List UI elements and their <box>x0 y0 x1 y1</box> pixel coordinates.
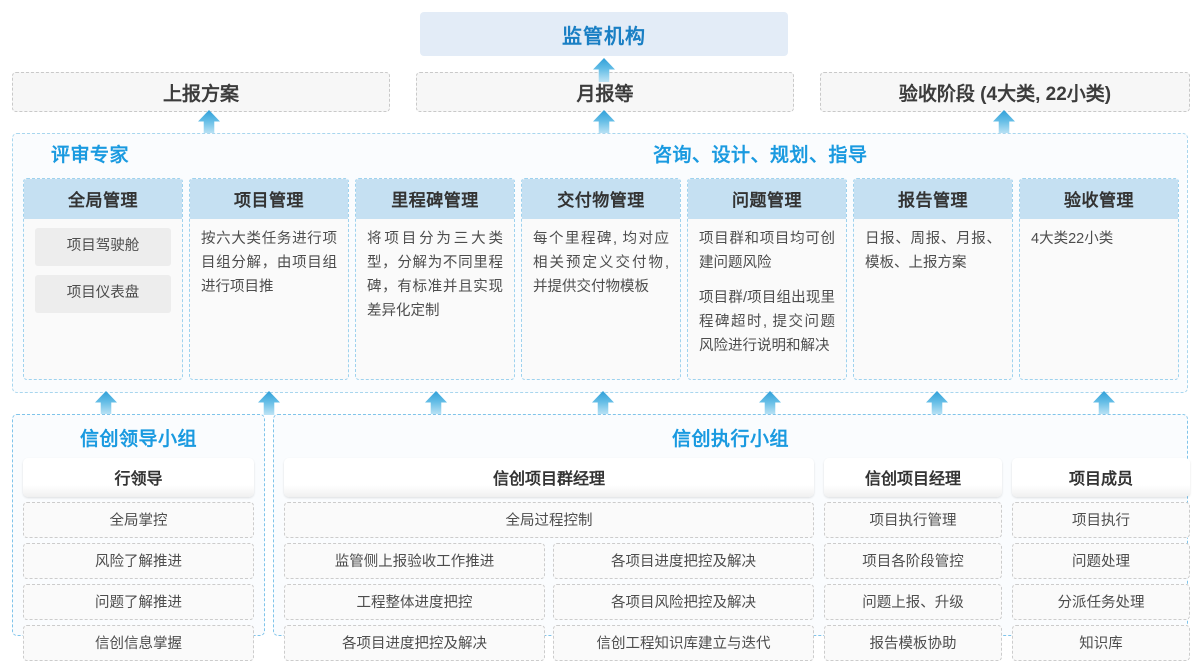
program-manager-duty-item[interactable]: 工程整体进度把控 <box>284 584 545 620</box>
platform-panel-header: 评审专家 咨询、设计、规划、指导 <box>13 134 1187 172</box>
program-manager-duty-item[interactable]: 各项目进度把控及解决 <box>553 543 814 579</box>
leadership-group-panel: 信创领导小组 行领导 全局掌控 风险了解推进 问题了解推进 信创信息掌握 <box>12 414 265 661</box>
column-body: 项目群和项目均可创建问题风险 项目群/项目组出现里程碑超时, 提交问题风险进行说… <box>688 219 846 379</box>
project-member-duty-item[interactable]: 知识库 <box>1012 625 1190 661</box>
leadership-duty-item[interactable]: 全局掌控 <box>23 502 254 538</box>
arrow-up-global-management <box>95 391 117 415</box>
arrow-up-acceptance-management <box>1093 391 1115 415</box>
program-manager-duty-item[interactable]: 监管侧上报验收工作推进 <box>284 543 545 579</box>
regulator-box: 监管机构 <box>420 12 788 56</box>
pill-item[interactable]: 项目仪表盘 <box>35 274 171 313</box>
column-paragraph: 将项目分为三大类型，分解为不同里程碑，有标准并且实现差异化定制 <box>367 231 503 319</box>
arrow-up-deliverable-management <box>592 391 614 415</box>
review-experts-label: 评审专家 <box>51 145 130 166</box>
program-manager-duty-item[interactable]: 信创工程知识库建立与迭代 <box>553 625 814 661</box>
column-body: 每个里程碑, 均对应相关预定义交付物, 并提供交付物模板 <box>522 219 680 379</box>
leadership-duty-item[interactable]: 风险了解推进 <box>23 543 254 579</box>
column-paragraph: 4大类22小类 <box>1031 231 1114 247</box>
column-header: 项目管理 <box>190 179 348 219</box>
report-box-acceptance-stage: 验收阶段 (4大类, 22小类) <box>820 72 1190 112</box>
arrow-up-report-management <box>926 391 948 415</box>
capability-column-milestone-management[interactable]: 里程碑管理 将项目分为三大类型，分解为不同里程碑，有标准并且实现差异化定制 <box>355 178 515 380</box>
capability-column-row: 全局管理 项目驾驶舱 项目仪表盘 项目管理 按六大类任务进行项目组分解，由项目组… <box>23 178 1179 380</box>
capability-column-global-management[interactable]: 全局管理 项目驾驶舱 项目仪表盘 <box>23 178 183 380</box>
project-manager-head[interactable]: 信创项目经理 <box>824 458 1002 497</box>
column-body: 将项目分为三大类型，分解为不同里程碑，有标准并且实现差异化定制 <box>356 219 514 379</box>
capability-column-deliverable-management[interactable]: 交付物管理 每个里程碑, 均对应相关预定义交付物, 并提供交付物模板 <box>521 178 681 380</box>
column-header: 里程碑管理 <box>356 179 514 219</box>
execution-group-panel: 信创执行小组 信创项目群经理 全局过程控制 监管侧上报验收工作推进 工程整体进度… <box>273 414 1190 661</box>
project-member-column: 项目成员 项目执行 问题处理 分派任务处理 知识库 <box>1012 458 1190 661</box>
column-paragraph: 日报、周报、月报、模板、上报方案 <box>865 231 1001 271</box>
column-body: 按六大类任务进行项目组分解，由项目组进行项目推 <box>190 219 348 379</box>
capability-column-project-management[interactable]: 项目管理 按六大类任务进行项目组分解，由项目组进行项目推 <box>189 178 349 380</box>
pill-item[interactable]: 项目驾驶舱 <box>35 228 171 266</box>
project-manager-column: 信创项目经理 项目执行管理 项目各阶段管控 问题上报、升级 报告模板协助 <box>824 458 1002 661</box>
platform-capability-panel: 评审专家 咨询、设计、规划、指导 全局管理 项目驾驶舱 项目仪表盘 项目管理 按… <box>12 133 1188 393</box>
column-paragraph: 按六大类任务进行项目组分解，由项目组进行项目推 <box>201 231 337 295</box>
arrow-up-issue-management <box>759 391 781 415</box>
project-member-duty-item[interactable]: 分派任务处理 <box>1012 584 1190 620</box>
column-paragraph: 项目群和项目均可创建问题风险 <box>699 231 835 271</box>
leadership-duty-item[interactable]: 问题了解推进 <box>23 584 254 620</box>
column-header: 问题管理 <box>688 179 846 219</box>
consulting-label: 咨询、设计、规划、指导 <box>653 145 868 166</box>
column-header: 交付物管理 <box>522 179 680 219</box>
capability-column-acceptance-management[interactable]: 验收管理 4大类22小类 <box>1019 178 1179 380</box>
project-member-duty-item[interactable]: 项目执行 <box>1012 502 1190 538</box>
leadership-duty-item[interactable]: 信创信息掌握 <box>23 625 254 661</box>
capability-column-issue-management[interactable]: 问题管理 项目群和项目均可创建问题风险 项目群/项目组出现里程碑超时, 提交问题… <box>687 178 847 380</box>
arrow-up-to-monthly-report <box>593 110 615 134</box>
arrow-up-milestone-management <box>425 391 447 415</box>
arrow-up-project-management <box>258 391 280 415</box>
project-manager-duty-item[interactable]: 报告模板协助 <box>824 625 1002 661</box>
arrow-up-to-acceptance-stage <box>993 110 1015 134</box>
report-box-submission-plan: 上报方案 <box>12 72 390 112</box>
column-body: 4大类22小类 <box>1020 219 1178 379</box>
column-paragraph: 项目群/项目组出现里程碑超时, 提交问题风险进行说明和解决 <box>699 289 835 354</box>
project-manager-duty-item[interactable]: 项目执行管理 <box>824 502 1002 538</box>
column-paragraph: 每个里程碑, 均对应相关预定义交付物, 并提供交付物模板 <box>533 231 669 295</box>
capability-column-report-management[interactable]: 报告管理 日报、周报、月报、模板、上报方案 <box>853 178 1013 380</box>
column-header: 报告管理 <box>854 179 1012 219</box>
project-manager-duty-item[interactable]: 问题上报、升级 <box>824 584 1002 620</box>
execution-role-columns: 信创项目群经理 全局过程控制 监管侧上报验收工作推进 工程整体进度把控 各项目进… <box>284 458 1190 661</box>
program-manager-duty-item[interactable]: 各项目进度把控及解决 <box>284 625 545 661</box>
column-header: 全局管理 <box>24 179 182 219</box>
project-member-duty-item[interactable]: 问题处理 <box>1012 543 1190 579</box>
column-body: 日报、周报、月报、模板、上报方案 <box>854 219 1012 379</box>
program-manager-column: 信创项目群经理 全局过程控制 监管侧上报验收工作推进 工程整体进度把控 各项目进… <box>284 458 814 661</box>
program-manager-duty-split: 监管侧上报验收工作推进 工程整体进度把控 各项目进度把控及解决 各项目进度把控及… <box>284 538 814 661</box>
arrow-up-to-submission-plan <box>198 110 220 134</box>
project-manager-duty-item[interactable]: 项目各阶段管控 <box>824 543 1002 579</box>
program-manager-duty-item[interactable]: 各项目风险把控及解决 <box>553 584 814 620</box>
leadership-role-head[interactable]: 行领导 <box>23 458 254 497</box>
program-manager-duty-full[interactable]: 全局过程控制 <box>284 502 814 538</box>
column-header: 验收管理 <box>1020 179 1178 219</box>
column-body: 项目驾驶舱 项目仪表盘 <box>24 219 182 379</box>
program-manager-head[interactable]: 信创项目群经理 <box>284 458 814 497</box>
execution-group-title: 信创执行小组 <box>671 429 789 450</box>
leadership-group-title: 信创领导小组 <box>79 429 197 450</box>
project-member-head[interactable]: 项目成员 <box>1012 458 1190 497</box>
